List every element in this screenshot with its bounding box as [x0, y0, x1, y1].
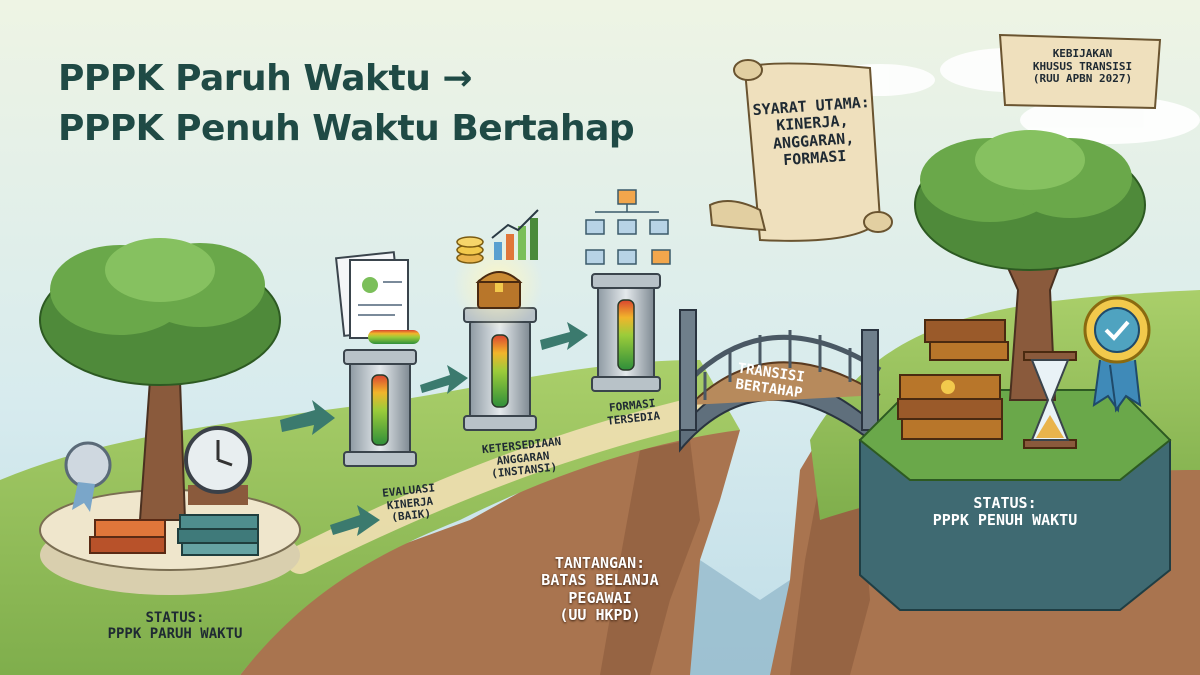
hourglass-icon [1023, 351, 1077, 449]
clock-icon [184, 426, 252, 505]
pillar-evaluasi [343, 349, 417, 467]
right-tree-icon [914, 130, 1146, 401]
requirements-text: SYARAT UTAMA: KINERJA, ANGGARAN, FORMASI [751, 92, 871, 169]
documents-icon [334, 251, 420, 344]
policy-note [998, 33, 1162, 110]
medal-icon [64, 441, 112, 512]
check-badge-icon [1083, 296, 1151, 413]
requirements-scroll [708, 59, 893, 242]
tree-icon [39, 238, 281, 521]
status-start-label: STATUS: PPPK PARUH WAKTU [107, 610, 243, 643]
pillar-formasi [591, 273, 661, 392]
bar-chart-icon [491, 209, 539, 260]
title-line-2: PPPK Penuh Waktu Bertahap [58, 108, 635, 149]
bridge [679, 309, 882, 453]
challenge-label: TANTANGAN: BATAS BELANJA PEGAWAI (UU HKP… [541, 554, 659, 624]
treasure-chest-icon [475, 271, 523, 309]
policy-note-text: KEBIJAKAN KHUSUS TRANSISI (RUU APBN 2027… [1032, 47, 1133, 86]
status-end-label: STATUS: PPPK PENUH WAKTU [932, 494, 1078, 530]
right-books-icon [897, 319, 1009, 440]
books-icon [89, 514, 259, 556]
org-chart-icon [585, 189, 671, 265]
title-line-1: PPPK Paruh Waktu → [58, 58, 473, 99]
coins-icon [456, 236, 484, 264]
arrow-icon [280, 322, 588, 536]
